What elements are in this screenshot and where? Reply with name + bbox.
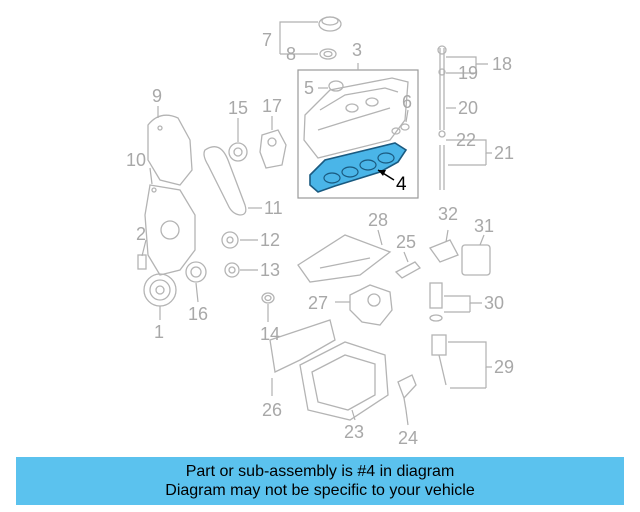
valve-cover [303, 77, 409, 159]
callout-31: 31 [474, 216, 494, 236]
callout-13: 13 [260, 260, 280, 280]
timing-cover-upper [147, 114, 193, 186]
crankshaft-pulley [143, 273, 177, 307]
callout-15: 15 [228, 98, 248, 118]
pcv-part [391, 123, 410, 135]
pulley-12 [221, 231, 239, 249]
pulley-13 [224, 262, 240, 278]
caption-line-1: Part or sub-assembly is #4 in diagram [185, 463, 455, 480]
caption-line-2: Diagram may not be specific to your vehi… [165, 482, 475, 499]
sprocket-16 [185, 261, 207, 283]
callout-29: 29 [494, 357, 514, 377]
callout-28: 28 [368, 210, 388, 230]
callout-8: 8 [286, 44, 296, 64]
callout-14: 14 [260, 324, 280, 344]
oil-cooler-32 [428, 239, 459, 263]
oil-pump [349, 284, 393, 326]
valve-cover-gasket-highlighted [309, 142, 408, 193]
callout-23: 23 [344, 422, 364, 442]
oil-pan-baffle [297, 234, 392, 283]
oil-cap-seal [319, 48, 337, 60]
callout-22: 22 [456, 130, 476, 150]
oil-cap-small [328, 80, 344, 92]
caption-banner: Part or sub-assembly is #4 in diagram Di… [16, 457, 624, 505]
leader-arrow-4 [378, 170, 386, 176]
callout-26: 26 [262, 400, 282, 420]
callout-24: 24 [398, 428, 418, 448]
callout-7: 7 [262, 30, 272, 50]
idler-pulley-15 [228, 142, 248, 162]
sensor-29 [431, 334, 447, 386]
callout-16: 16 [188, 304, 208, 324]
callout-17: 17 [262, 96, 282, 116]
callout-30: 30 [484, 293, 504, 313]
callout-21: 21 [494, 143, 514, 163]
callout-6: 6 [402, 92, 412, 112]
callout-1: 1 [154, 322, 164, 342]
oil-filler-cap [318, 16, 342, 32]
callout-27: 27 [308, 293, 328, 313]
callout-4: 4 [396, 174, 407, 195]
sensor-30 [429, 282, 443, 322]
callout-10: 10 [126, 150, 146, 170]
dipstick [437, 45, 447, 190]
callout-5: 5 [304, 78, 314, 98]
callout-11: 11 [264, 198, 283, 218]
parts-diagram: 1 2 3 4 5 6 7 8 9 10 11 12 13 14 15 16 1… [126, 16, 514, 448]
callout-2: 2 [136, 224, 146, 244]
leader-lines [141, 21, 492, 426]
timing-cover-lower [144, 184, 196, 276]
rear-cover-26 [269, 319, 336, 373]
callout-25: 25 [396, 232, 416, 252]
callout-9: 9 [152, 86, 162, 106]
part-25 [394, 261, 422, 279]
oil-pan [299, 341, 389, 421]
seal-14 [261, 292, 275, 304]
oil-filter-housing-31 [461, 244, 491, 276]
drain-plug-24 [397, 374, 417, 411]
timing-belt [203, 146, 247, 216]
callout-18: 18 [492, 54, 512, 74]
callout-3: 3 [352, 40, 362, 60]
callout-32: 32 [438, 204, 458, 224]
callout-20: 20 [458, 98, 478, 118]
tensioner-17 [259, 129, 287, 169]
bolt-2 [137, 254, 147, 270]
callout-12: 12 [260, 230, 280, 250]
callout-19: 19 [458, 63, 478, 83]
